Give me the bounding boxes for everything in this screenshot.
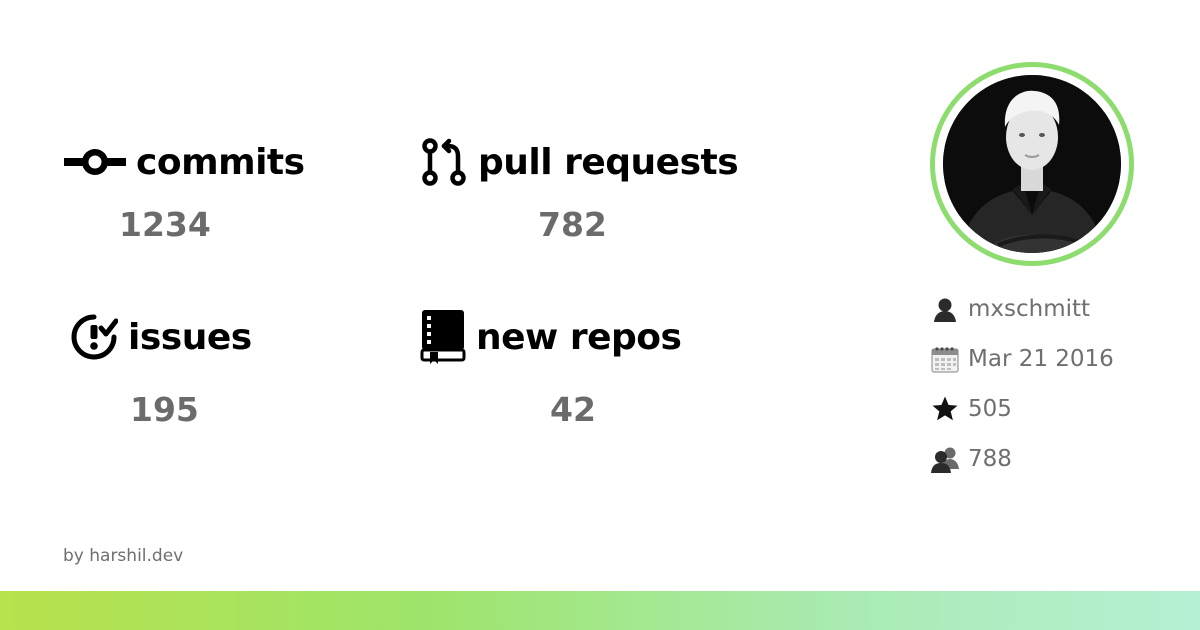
new-repos-value: 42 <box>550 390 596 429</box>
commits-stat: commits 1234 <box>64 132 464 244</box>
pull-requests-stat: pull requests 782 <box>420 132 820 244</box>
followers-icon <box>930 444 960 474</box>
commits-header: commits <box>64 132 464 192</box>
credit-text[interactable]: by harshil.dev <box>63 546 184 566</box>
commits-value: 1234 <box>119 205 211 244</box>
issues-value: 195 <box>130 390 199 429</box>
issue-icon <box>70 313 118 361</box>
stars-row: 505 <box>930 384 1114 434</box>
followers-row: 788 <box>930 434 1114 484</box>
new-repos-stat: new repos 42 <box>420 307 820 429</box>
star-icon <box>930 394 960 424</box>
commit-icon <box>64 144 126 180</box>
new-repos-label: new repos <box>476 316 682 358</box>
username-row: mxschmitt <box>930 284 1114 334</box>
joined-date-text: Mar 21 2016 <box>968 346 1114 372</box>
new-repos-header: new repos <box>420 307 820 367</box>
pull-requests-label: pull requests <box>478 141 739 183</box>
pull-requests-value: 782 <box>538 205 607 244</box>
commits-label: commits <box>136 141 305 183</box>
followers-text: 788 <box>968 446 1012 472</box>
issues-stat: issues 195 <box>70 307 470 429</box>
username-text: mxschmitt <box>968 296 1091 322</box>
avatar-ring <box>930 62 1134 266</box>
avatar[interactable] <box>943 75 1121 253</box>
stars-text: 505 <box>968 396 1012 422</box>
joined-row: Mar 21 2016 <box>930 334 1114 384</box>
calendar-icon <box>930 344 960 374</box>
repo-icon <box>420 308 466 366</box>
pull-requests-header: pull requests <box>420 132 820 192</box>
gradient-bar <box>0 591 1200 630</box>
pull-request-icon <box>420 138 468 186</box>
issues-label: issues <box>128 316 252 358</box>
issues-header: issues <box>70 307 470 367</box>
profile-info: mxschmitt Mar 21 2016 <box>930 284 1114 484</box>
user-icon <box>930 294 960 324</box>
